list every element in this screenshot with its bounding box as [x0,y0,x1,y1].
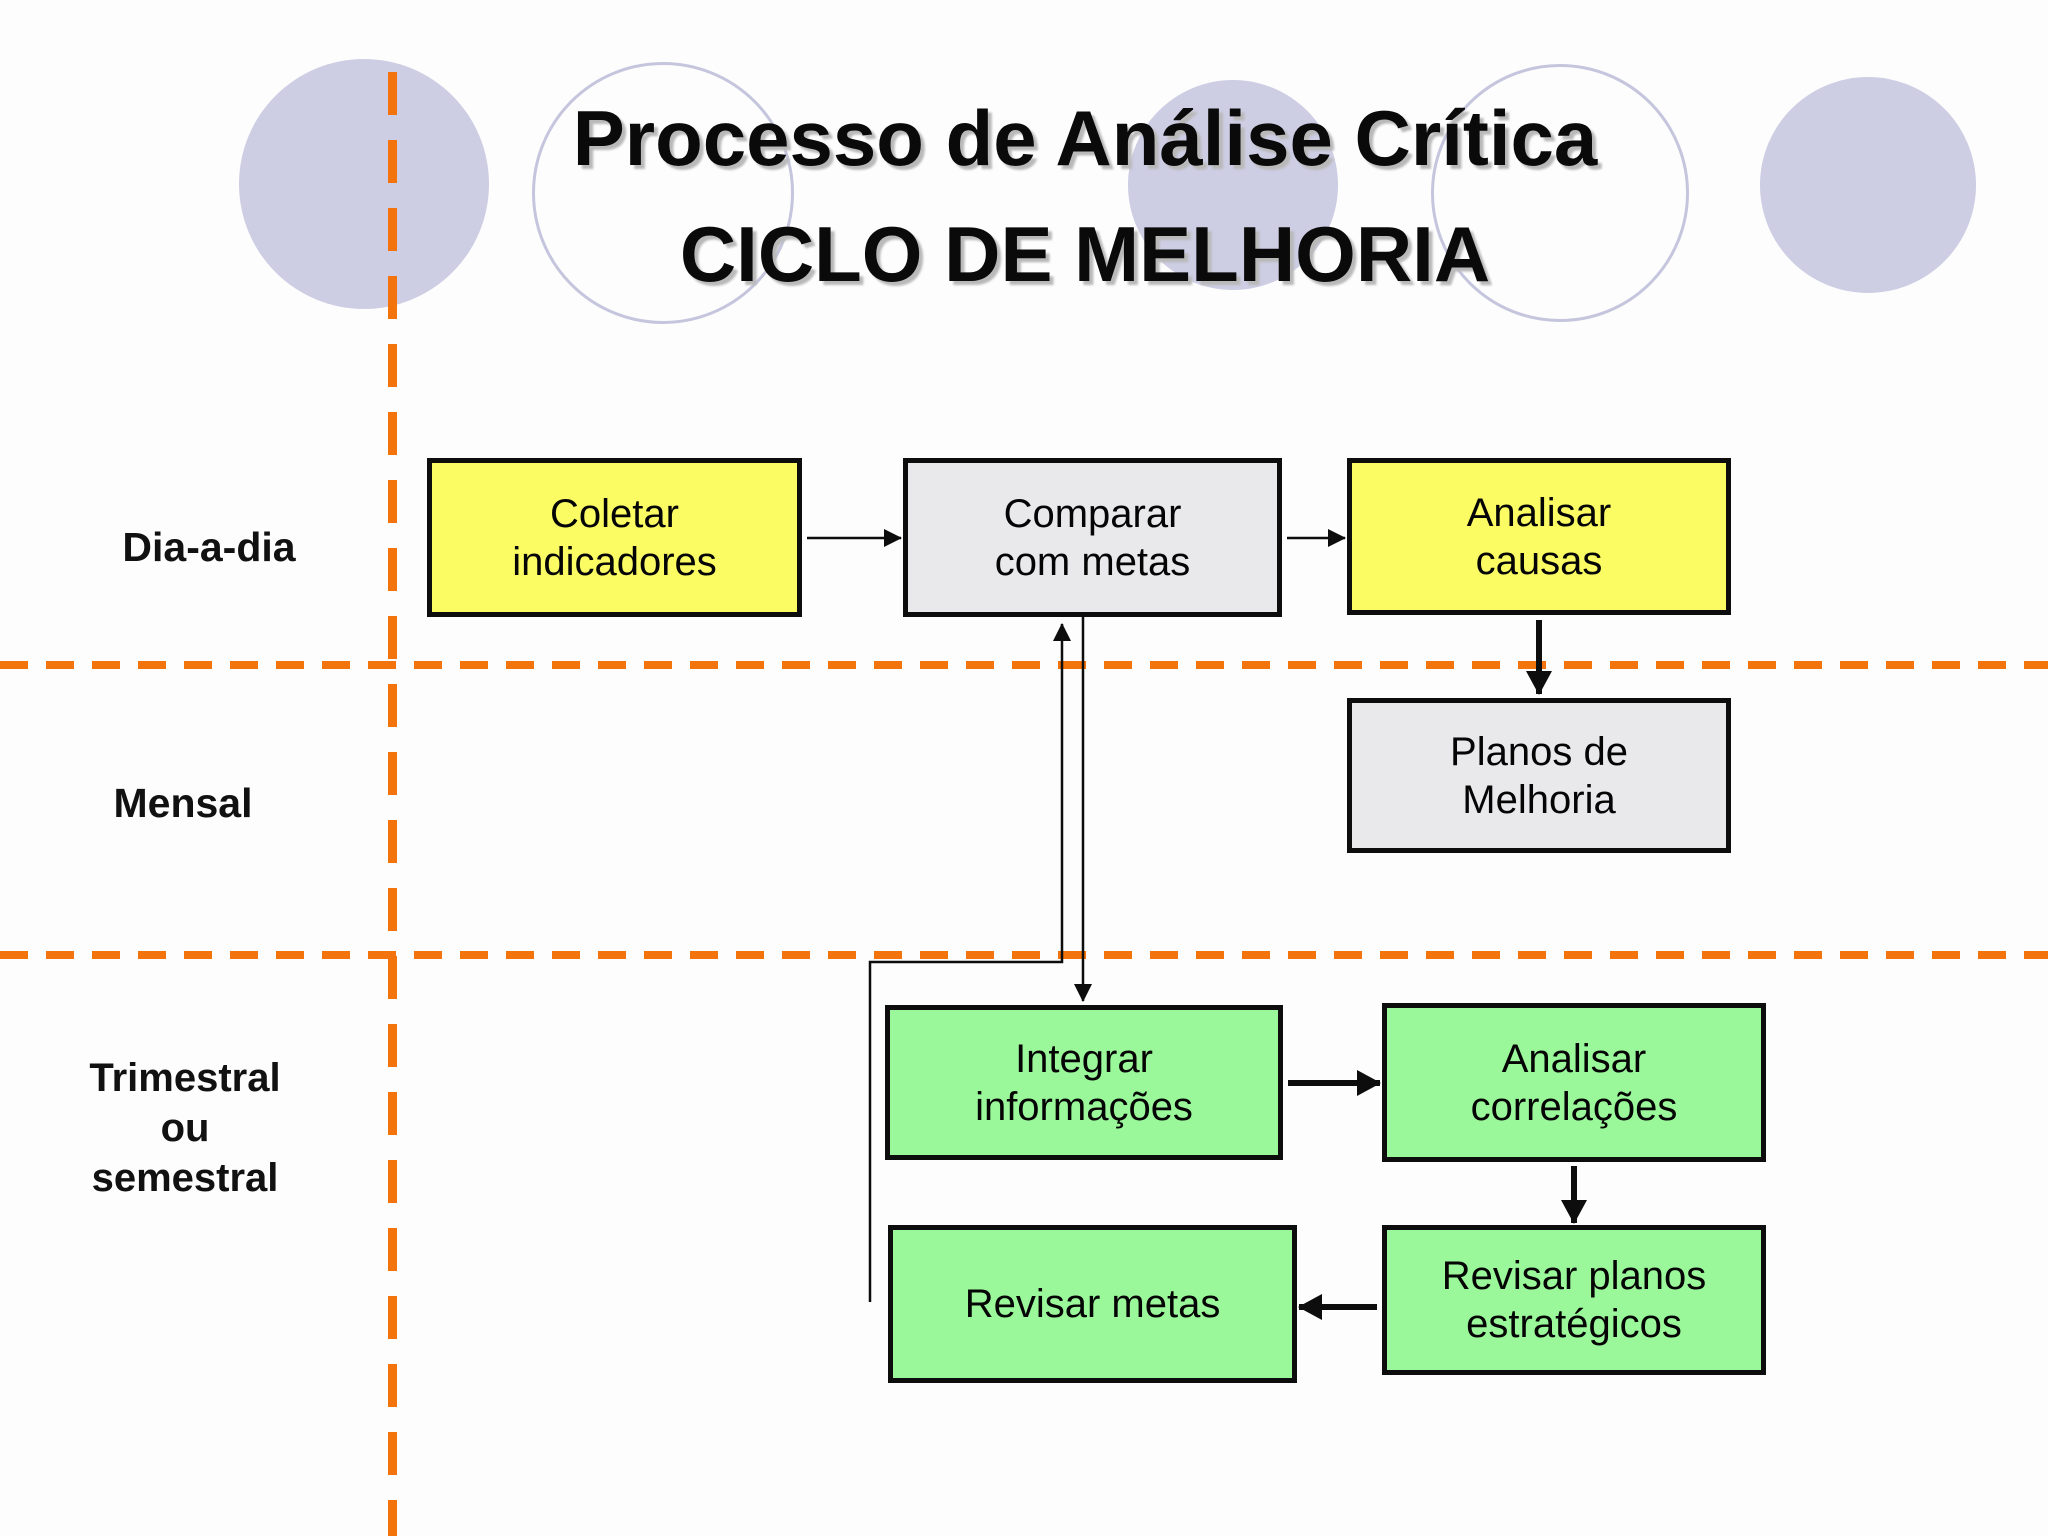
box-planos-de-melhoria: Planos de Melhoria [1347,698,1731,853]
page-title-line2: CICLO DE MELHORIA [679,210,1491,298]
decorative-circle-outlined-2 [1431,64,1689,322]
box-coletar-indicadores: Coletar indicadores [427,458,802,617]
page-title-line1: Processo de Análise Crítica [572,94,1598,182]
row-divider-mensal-trimestral [0,951,2048,959]
box-comparar-com-metas: Comparar com metas [903,458,1282,617]
box-revisar-planos-estrategicos: Revisar planos estratégicos [1382,1225,1766,1375]
page-title: Processo de Análise Crítica CICLO DE MEL… [380,80,1790,312]
vertical-divider-dashed [388,72,397,1536]
decorative-circle-filled-1 [239,59,489,309]
row-label-mensal: Mensal [113,780,253,826]
arrow-revisar-metas-to-comparar-feedback [868,623,1071,1302]
decorative-circle-filled-3 [1760,77,1976,293]
row-label-dia-a-dia: Dia-a-dia [122,524,296,570]
box-analisar-causas: Analisar causas [1347,458,1731,615]
box-analisar-correlacoes: Analisar correlações [1382,1003,1766,1162]
box-revisar-metas: Revisar metas [888,1225,1297,1383]
decorative-circle-filled-2 [1128,80,1338,290]
decorative-circle-outlined-1 [532,62,794,324]
box-integrar-informacoes: Integrar informações [885,1005,1283,1160]
row-label-trimestral-ou-semestral: Trimestral ou semestral [89,1056,281,1200]
row-divider-dia-a-dia-mensal [0,661,2048,669]
